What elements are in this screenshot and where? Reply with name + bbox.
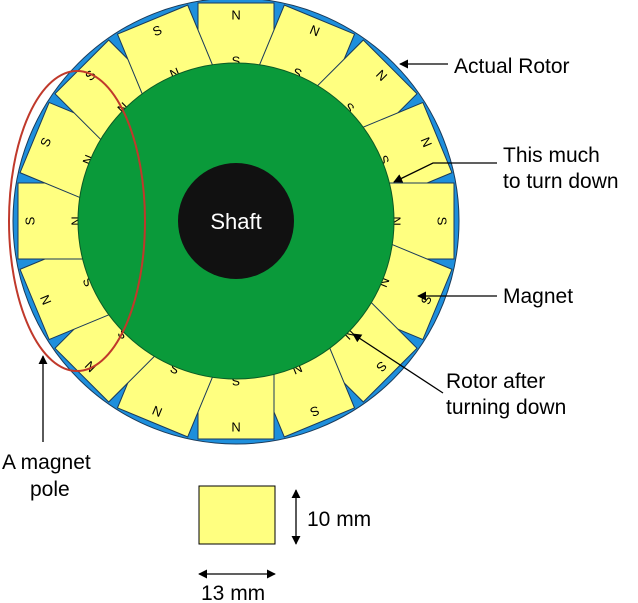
magnet-pole-outline bbox=[8, 70, 146, 372]
height-dimension-label: 10 mm bbox=[307, 508, 371, 531]
rotor-after-label-line2: turning down bbox=[446, 396, 566, 419]
turn-down-label-line2: to turn down bbox=[503, 170, 619, 193]
magnet-inner-pole: S bbox=[231, 374, 240, 389]
width-dimension-label: 13 mm bbox=[201, 582, 265, 603]
magnet-pole-label-line1: A magnet bbox=[2, 451, 91, 474]
magnet-pole-label-line2: pole bbox=[30, 478, 70, 501]
magnet-outer-pole: S bbox=[435, 217, 450, 226]
magnet-inner-pole: N bbox=[69, 216, 84, 225]
shaft-label: Shaft bbox=[210, 209, 261, 234]
magnet-outer-pole: S bbox=[23, 216, 38, 225]
magnet-inner-pole: N bbox=[389, 216, 404, 225]
rotor-after-arrow bbox=[352, 333, 444, 394]
actual-rotor-label: Actual Rotor bbox=[454, 55, 570, 78]
magnet-sample bbox=[198, 485, 276, 545]
turn-down-arrow bbox=[393, 162, 497, 183]
magnet-outer-pole: N bbox=[231, 420, 240, 435]
magnet-label: Magnet bbox=[503, 285, 573, 308]
magnet-outer-pole: N bbox=[231, 8, 240, 23]
shaft bbox=[178, 163, 294, 279]
rotor-after-label-line1: Rotor after bbox=[446, 370, 545, 393]
turn-down-label-line1: This much bbox=[503, 144, 600, 167]
magnet-inner-pole: S bbox=[232, 54, 241, 69]
